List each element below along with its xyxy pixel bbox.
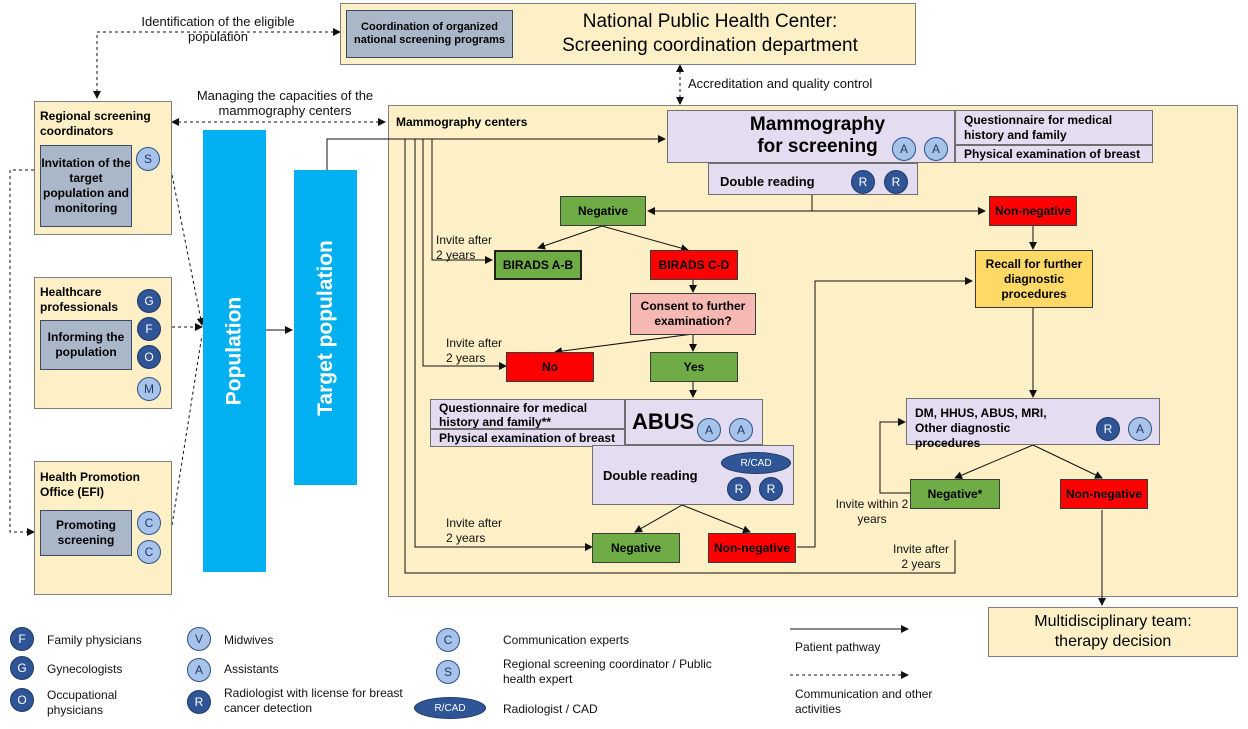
abus-title: ABUS	[632, 409, 695, 434]
invite-within: Invite within 2 years	[835, 497, 909, 526]
circle-a-abus-1: A	[697, 418, 721, 442]
abus-questionnaire-box: Questionnaire for medical history and fa…	[430, 399, 625, 429]
legend-circle-g: G	[10, 656, 34, 680]
legend-c-label: Communication experts	[503, 633, 630, 647]
circle-a-mammo-2: A	[924, 137, 948, 161]
legend-f-label: Family physicians	[47, 633, 142, 647]
abus-negative-box: Negative	[592, 533, 680, 563]
target-population-bar: Target population	[294, 170, 357, 485]
circle-f: F	[137, 317, 161, 341]
legend-o-label: Occupational physicians	[47, 688, 118, 717]
invite-after-4: Invite after 2 years	[892, 542, 950, 571]
mammography-screening-title: Mammography for screening	[749, 114, 886, 157]
circle-m: M	[137, 377, 161, 401]
invite-after-3: Invite after 2 years	[446, 516, 503, 545]
legend-g-label: Gynecologists	[47, 662, 123, 676]
yes-box: Yes	[650, 352, 738, 382]
negative-box: Negative	[560, 196, 646, 226]
population-bar: Population	[203, 130, 266, 572]
legend-patient-label: Patient pathway	[795, 640, 881, 654]
invite-after-2: Invite after 2 years	[446, 336, 503, 365]
circle-o: O	[137, 345, 161, 369]
birads-cd-box: BIRADS C-D	[650, 250, 738, 280]
legend-circle-s: S	[436, 660, 460, 684]
rcad-badge: R/CAD	[721, 452, 791, 474]
healthcare-professionals-title: Healthcare professionals	[40, 285, 119, 314]
circle-g: G	[137, 289, 161, 313]
consent-box: Consent to further examination?	[630, 293, 756, 335]
negative-star-box: Negative*	[910, 479, 1000, 509]
legend-circle-o: O	[10, 688, 34, 712]
managing-label: Managing the capacities of the mammograp…	[196, 88, 374, 118]
diagnostic-procedures-box: DM, HHUS, ABUS, MRI, Other diagnostic pr…	[906, 398, 1160, 450]
double-reading-label: Double reading	[720, 174, 815, 189]
recall-box: Recall for further diagnostic procedures	[975, 250, 1093, 308]
circle-r-dr-1: R	[851, 170, 875, 194]
legend-rcad-label: Radiologist / CAD	[503, 702, 598, 716]
abus-double-reading-label: Double reading	[603, 468, 698, 483]
legend-circle-v: V	[187, 627, 211, 651]
legend-v-label: Midwives	[224, 633, 274, 647]
no-box: No	[506, 352, 594, 382]
circle-c1: C	[137, 511, 161, 535]
birads-ab-box: BIRADS A-B	[494, 250, 582, 280]
invitation-box: Invitation of the target population and …	[40, 145, 132, 227]
legend-circle-r: R	[187, 690, 211, 714]
mammography-centers-title: Mammography centers	[396, 115, 528, 129]
physical-exam-box: Physical examination of breast	[955, 145, 1153, 163]
informing-box: Informing the population	[40, 320, 132, 370]
legend-a-label: Assistants	[224, 662, 279, 676]
legend-circle-f: F	[10, 627, 34, 651]
identification-label: Identification of the eligible populatio…	[141, 14, 295, 44]
circle-r-dr-2: R	[884, 170, 908, 194]
efi-title: Health Promotion Office (EFI)	[40, 470, 141, 499]
diag-non-negative-box: Non-negative	[1060, 479, 1148, 509]
abus-phys-exam-box: Physical examination of breast	[430, 429, 625, 447]
circle-s: S	[136, 147, 160, 171]
promoting-box: Promoting screening	[40, 510, 132, 556]
legend-r-label: Radiologist with license for breast canc…	[224, 686, 403, 715]
non-negative-box: Non-negative	[989, 196, 1077, 226]
legend-rcad-badge: R/CAD	[414, 697, 486, 719]
accreditation-label: Accreditation and quality control	[688, 76, 873, 91]
circle-a-mammo-1: A	[892, 137, 916, 161]
double-reading-box	[708, 163, 918, 195]
circle-r-abus-2: R	[759, 477, 783, 501]
national-center-title: National Public Health Center: Screening…	[562, 11, 858, 56]
circle-a-abus-2: A	[729, 418, 753, 442]
coord-programs-box: Coordination of organized national scree…	[346, 10, 513, 58]
legend-s-label: Regional screening coordinator / Public …	[503, 657, 712, 686]
regional-coordinators-title: Regional screening coordinators	[40, 109, 151, 138]
legend-circle-c: C	[436, 628, 460, 652]
circle-c2: C	[137, 540, 161, 564]
questionnaire-box: Questionnaire for medical history and fa…	[955, 110, 1153, 145]
multidisciplinary-box: Multidisciplinary team: therapy decision	[988, 607, 1238, 657]
circle-r-diag: R	[1096, 417, 1120, 441]
circle-r-abus-1: R	[727, 477, 751, 501]
invite-after-1: Invite after 2 years	[436, 233, 493, 262]
legend-circle-a: A	[187, 658, 211, 682]
abus-non-negative-box: Non-negative	[708, 533, 796, 563]
circle-a-diag: A	[1128, 417, 1152, 441]
legend-comm-label: Communication and other activities	[795, 687, 933, 716]
